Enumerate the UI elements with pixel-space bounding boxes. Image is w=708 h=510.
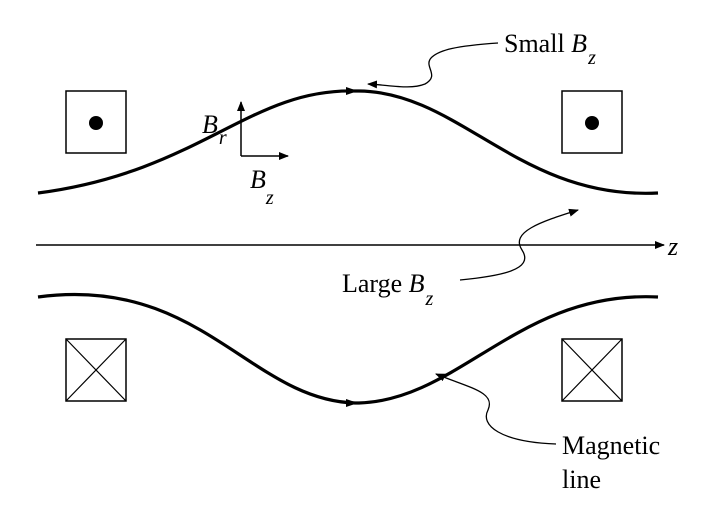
dot-icon: [89, 116, 103, 130]
coil-bottom-left: [65, 338, 127, 402]
upper-field-line: [37, 89, 659, 195]
large-bz-label: Large Bz: [342, 269, 434, 310]
bz-label: Bz: [250, 165, 274, 209]
cross-icon: [561, 338, 623, 402]
lower-field-line: [37, 292, 659, 405]
lower-field-arrow-icon: [346, 399, 358, 407]
coil-top-right: [561, 90, 623, 154]
small-bz-label: Small Bz: [504, 29, 596, 69]
magnetic-line-pointer: [435, 373, 557, 445]
small-bz-pointer: [367, 42, 499, 89]
coil-top-left: [65, 90, 127, 154]
br-label: Br: [202, 110, 227, 149]
magnetic-line-label: Magnetic: [562, 431, 660, 460]
coil-bottom-right: [561, 338, 623, 402]
dot-icon: [585, 116, 599, 130]
large-bz-pointer: [459, 208, 579, 281]
cross-icon: [65, 338, 127, 402]
z-axis-label: z: [667, 232, 678, 261]
magnetic-line-label-2: line: [562, 465, 601, 494]
upper-field-arrow-icon: [346, 87, 358, 95]
